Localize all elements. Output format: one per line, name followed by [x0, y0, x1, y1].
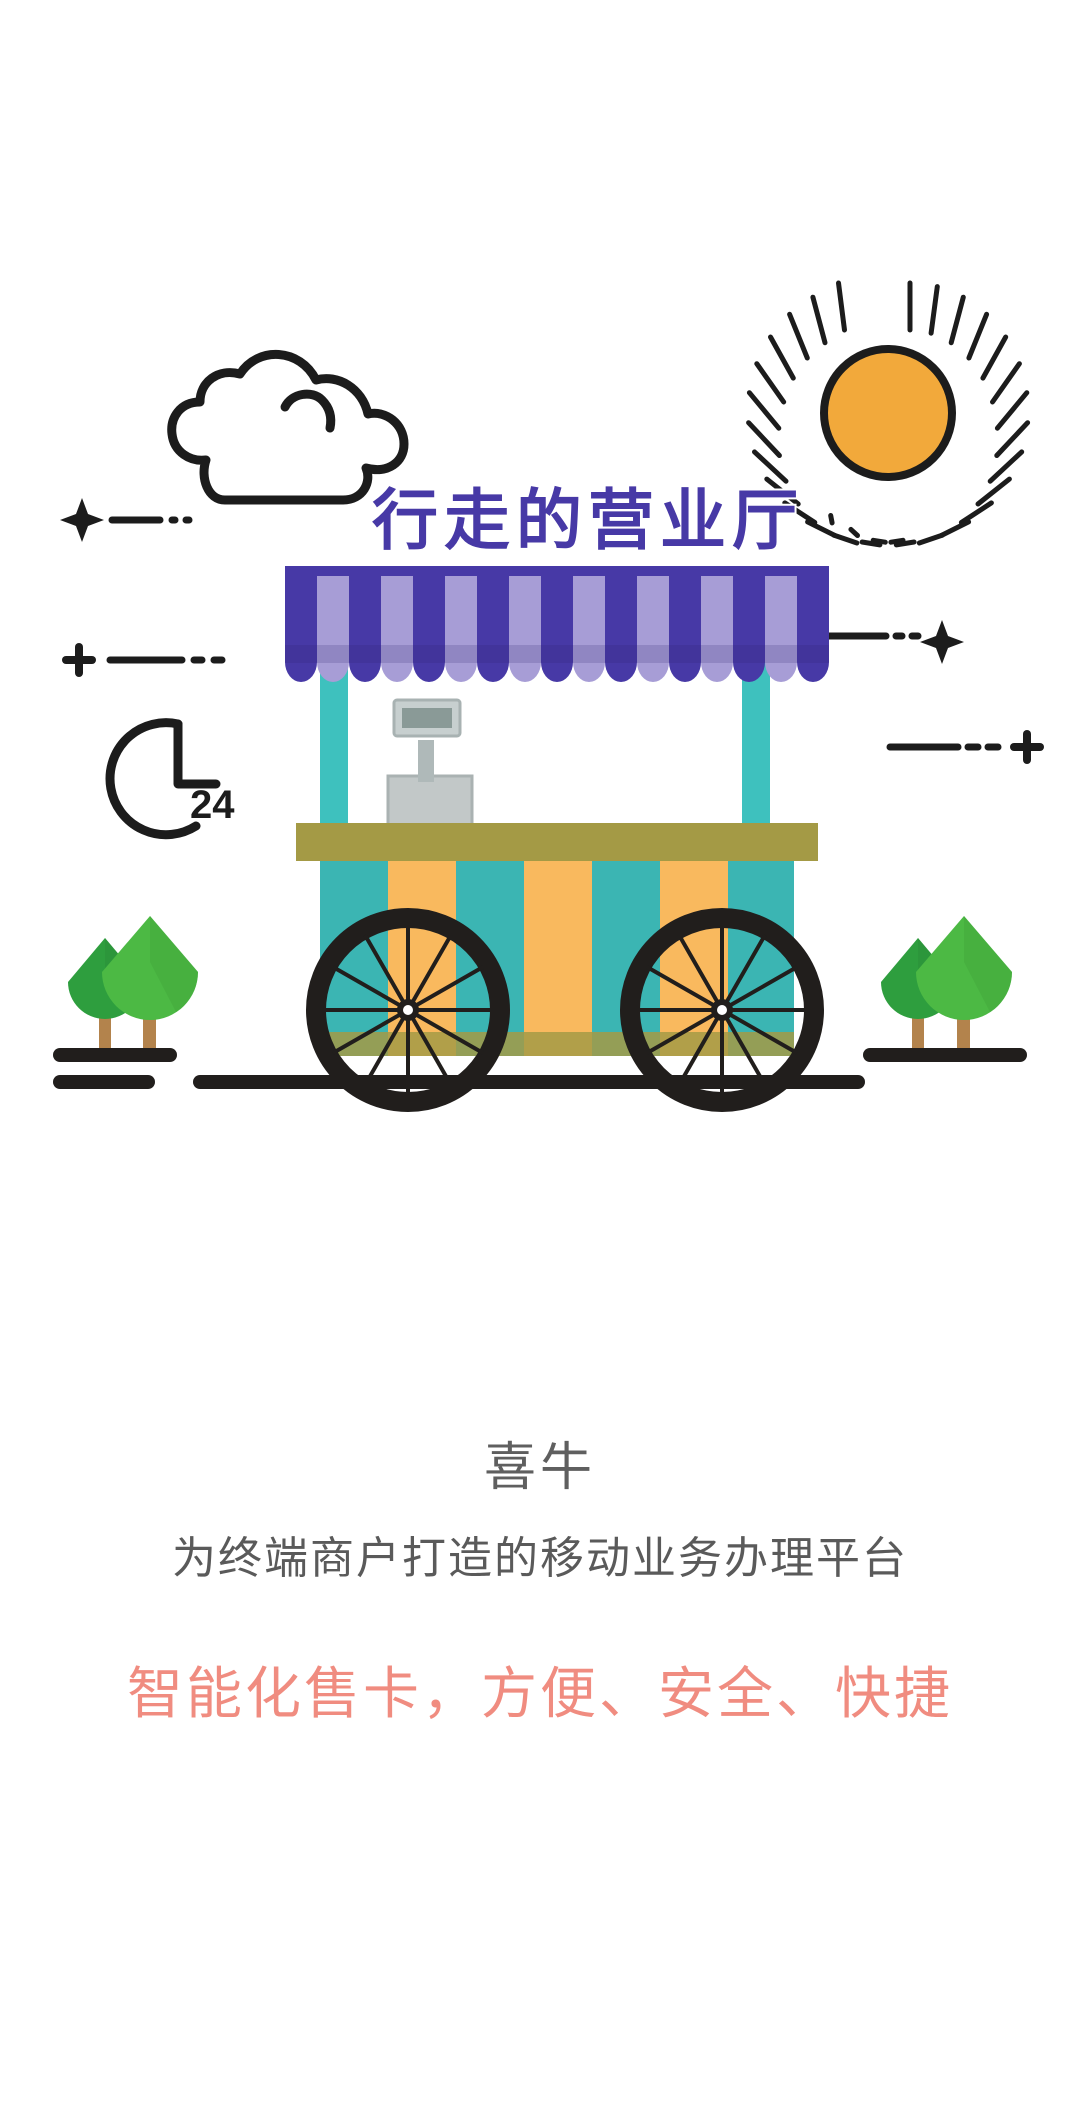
tagline: 为终端商户打造的移动业务办理平台 — [172, 1534, 908, 1584]
tree-icon — [102, 916, 198, 1058]
slogan: 智能化售卡，方便、安全、快捷 — [127, 1661, 953, 1725]
plus-icon — [62, 643, 96, 677]
brand-name: 喜牛 — [483, 1439, 596, 1497]
wheel-icon — [620, 908, 824, 1112]
cash-register-icon — [386, 698, 474, 836]
tree-icon — [916, 916, 1012, 1058]
cloud-icon — [167, 349, 409, 505]
sparkle-icon — [60, 498, 104, 542]
wheel-icon — [306, 908, 510, 1112]
hero-illustration: 24 — [53, 280, 1044, 1112]
cart-counter — [296, 823, 818, 861]
sun-icon — [746, 280, 1031, 548]
clock-badge-label: 24 — [190, 783, 235, 827]
sparkle-icon — [920, 620, 964, 664]
copy-block: 喜牛 为终端商户打造的移动业务办理平台 智能化售卡，方便、安全、快捷 — [0, 1439, 1080, 1727]
clock-24h-icon: 24 — [105, 718, 235, 840]
cart-awning — [285, 566, 829, 682]
ground-lines — [53, 1048, 1027, 1089]
plus-icon — [1010, 730, 1044, 764]
